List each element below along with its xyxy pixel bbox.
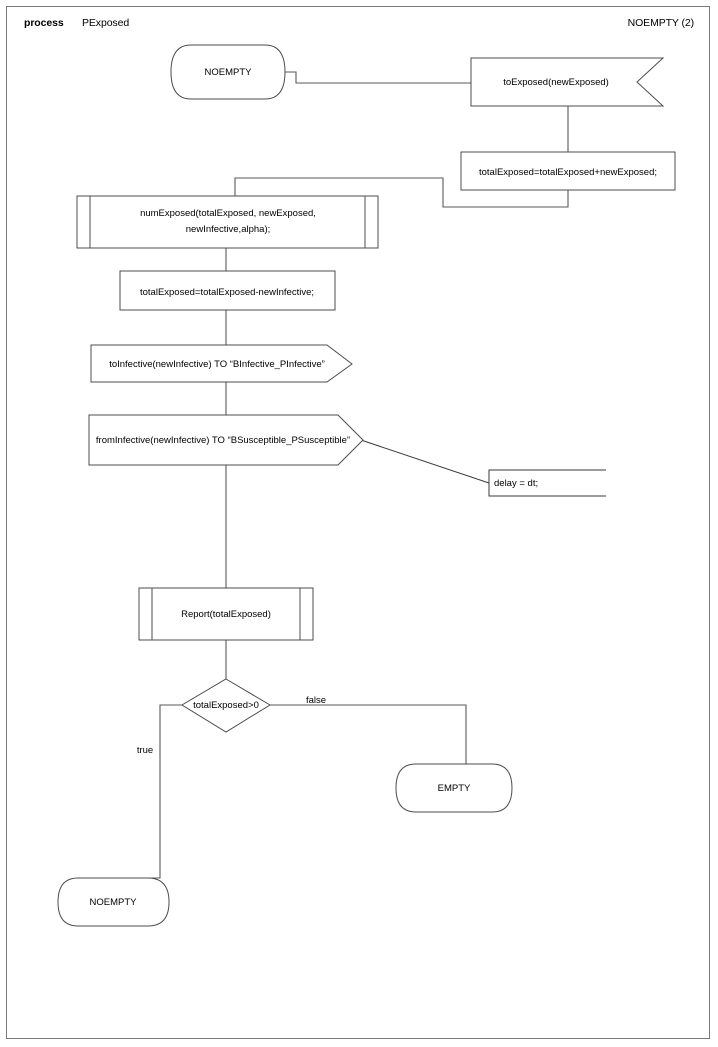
node-label-line1: numExposed(totalExposed, newExposed, <box>140 208 316 219</box>
node-label: totalExposed=totalExposed+newExposed; <box>479 167 657 178</box>
input-shape <box>470 57 665 107</box>
node-label: totalExposed>0 <box>193 700 259 711</box>
node-label: EMPTY <box>438 783 471 794</box>
node-state-empty[interactable]: EMPTY <box>395 763 513 813</box>
node-output-to-infective[interactable]: toInfective(newInfective) TO “BInfective… <box>90 344 353 383</box>
node-task-total-sub[interactable]: totalExposed=totalExposed-newInfective; <box>119 270 336 311</box>
header-process-name: PExposed <box>82 17 130 29</box>
node-output-from-infective[interactable]: fromInfective(newInfective) TO “BSuscept… <box>88 414 364 466</box>
task-shape <box>119 270 336 311</box>
comment-shape <box>488 469 606 497</box>
output-shape <box>88 414 364 466</box>
node-task-total-add[interactable]: totalExposed=totalExposed+newExposed; <box>460 151 676 191</box>
connector-totaladd-to-numexposed <box>234 177 569 208</box>
node-decision-total-exposed[interactable]: totalExposed>0 <box>181 678 271 733</box>
node-input-to-exposed[interactable]: toExposed(newExposed) <box>470 57 665 107</box>
node-label: Report(totalExposed) <box>181 609 271 620</box>
node-label: NOEMPTY <box>205 67 253 78</box>
procedure-shape <box>138 587 314 641</box>
state-shape <box>395 763 513 813</box>
node-procedure-num-exposed[interactable]: numExposed(totalExposed, newExposed, new… <box>76 195 379 249</box>
node-comment-delay[interactable]: delay = dt; <box>488 469 606 497</box>
connector-delay-note-leader <box>354 437 490 484</box>
task-shape <box>460 151 676 191</box>
decision-shape <box>181 678 271 733</box>
node-label-line2: newInfective,alpha); <box>186 224 271 235</box>
state-shape <box>57 877 170 927</box>
node-label: fromInfective(newInfective) TO “BSuscept… <box>96 435 350 446</box>
procedure-shape <box>76 195 379 249</box>
connector-decision-false-to-empty <box>270 704 467 764</box>
node-procedure-report[interactable]: Report(totalExposed) <box>138 587 314 641</box>
connector-start-to-toexposed <box>285 71 471 84</box>
output-shape <box>90 344 353 383</box>
header-state-label: NOEMPTY (2) <box>627 17 694 29</box>
node-label: toExposed(newExposed) <box>503 77 609 88</box>
node-state-end-noempty[interactable]: NOEMPTY <box>57 877 170 927</box>
header-keyword: process <box>24 17 64 29</box>
node-label: totalExposed=totalExposed-newInfective; <box>140 287 314 298</box>
edge-label-false: false <box>306 695 326 706</box>
edge-label-true: true <box>137 745 153 756</box>
node-label: delay = dt; <box>494 478 538 489</box>
state-shape <box>170 44 286 100</box>
node-label: toInfective(newInfective) TO “BInfective… <box>109 359 325 370</box>
node-state-start-noempty[interactable]: NOEMPTY <box>170 44 286 100</box>
connector-decision-true-to-noempty <box>113 704 182 879</box>
node-label: NOEMPTY <box>90 897 138 908</box>
